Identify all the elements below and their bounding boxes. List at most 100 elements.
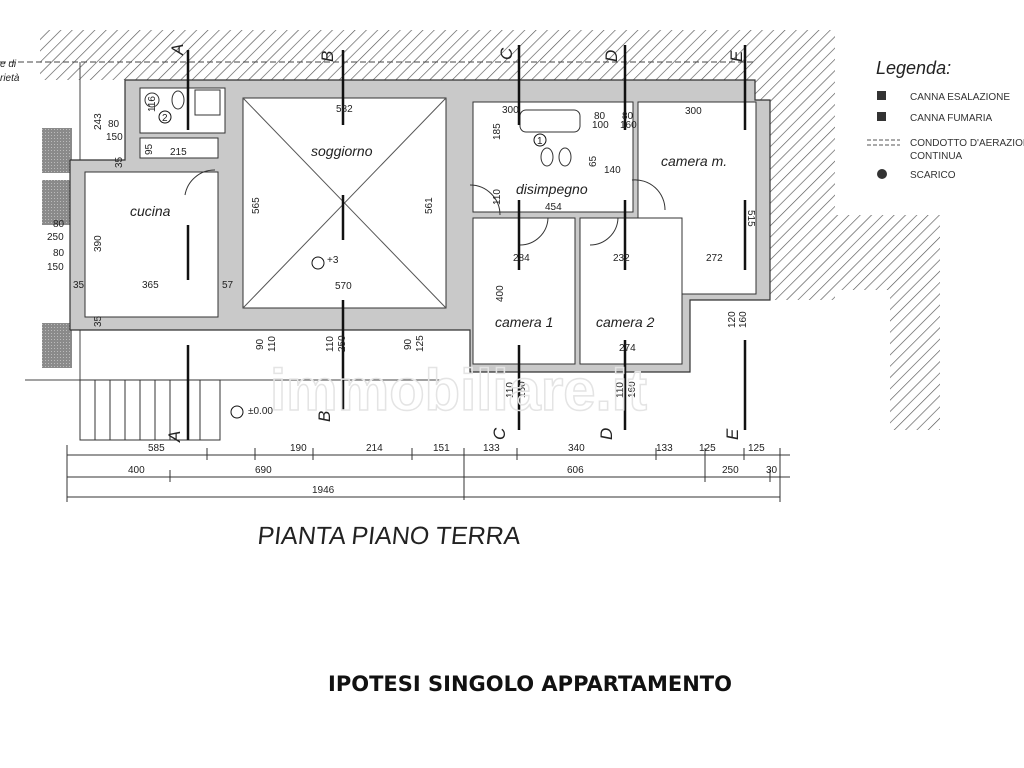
svg-text:80: 80 bbox=[622, 111, 634, 122]
svg-text:57: 57 bbox=[222, 280, 234, 291]
svg-text:125: 125 bbox=[748, 443, 765, 454]
svg-text:CONDOTTO D'AERAZIONE: CONDOTTO D'AERAZIONE bbox=[910, 138, 1024, 149]
svg-text:300: 300 bbox=[502, 105, 519, 116]
svg-text:243: 243 bbox=[93, 113, 104, 130]
section-label-c-top: C bbox=[497, 47, 516, 60]
svg-text:133: 133 bbox=[656, 443, 673, 454]
svg-text:95: 95 bbox=[144, 143, 155, 155]
svg-text:365: 365 bbox=[142, 280, 159, 291]
section-label-d-bottom: D bbox=[597, 428, 616, 440]
shower-icon bbox=[194, 89, 221, 116]
svg-text:300: 300 bbox=[685, 106, 702, 117]
svg-text:90: 90 bbox=[403, 338, 414, 350]
svg-text:454: 454 bbox=[545, 202, 562, 213]
section-label-a-top: A bbox=[168, 44, 187, 56]
room-label-cucina: cucina bbox=[130, 203, 171, 219]
svg-text:120: 120 bbox=[727, 311, 738, 328]
caption: IPOTESI SINGOLO APPARTAMENTO bbox=[328, 672, 732, 696]
svg-text:232: 232 bbox=[613, 253, 630, 264]
svg-text:250: 250 bbox=[47, 232, 64, 243]
svg-text:160: 160 bbox=[517, 381, 528, 398]
svg-text:215: 215 bbox=[170, 147, 187, 158]
svg-text:400: 400 bbox=[128, 465, 145, 476]
room-label-camera-1: camera 1 bbox=[495, 314, 553, 330]
canna-esalazione-icon bbox=[877, 91, 886, 100]
svg-text:565: 565 bbox=[251, 197, 262, 214]
room-label-camera-2: camera 2 bbox=[596, 314, 655, 330]
door-swing bbox=[519, 217, 549, 246]
svg-text:65: 65 bbox=[588, 155, 599, 167]
legend: Legenda: CANNA ESALAZIONE CANNA FUMARIA … bbox=[867, 58, 1024, 181]
canna-fumaria-icon bbox=[877, 112, 886, 121]
svg-text:35: 35 bbox=[73, 280, 85, 291]
svg-text:80: 80 bbox=[53, 248, 65, 259]
svg-text:250: 250 bbox=[722, 465, 739, 476]
svg-text:110: 110 bbox=[505, 382, 516, 398]
section-label-a-bottom: A bbox=[165, 431, 184, 443]
section-lines bbox=[186, 45, 747, 440]
svg-text:274: 274 bbox=[619, 343, 636, 354]
bathroom-mark: 1 bbox=[537, 136, 543, 147]
svg-text:151: 151 bbox=[433, 443, 450, 454]
bathroom-mark: 2 bbox=[162, 113, 168, 124]
svg-text:35: 35 bbox=[93, 315, 104, 327]
svg-text:CANNA FUMARIA: CANNA FUMARIA bbox=[910, 113, 993, 124]
svg-text:150: 150 bbox=[47, 262, 64, 273]
svg-text:110: 110 bbox=[325, 336, 336, 352]
plan-title: PIANTA PIANO TERRA bbox=[256, 522, 522, 550]
svg-text:110: 110 bbox=[267, 336, 278, 352]
svg-text:CANNA ESALAZIONE: CANNA ESALAZIONE bbox=[910, 92, 1010, 103]
section-label-c-bottom: C bbox=[490, 427, 509, 440]
svg-text:100: 100 bbox=[592, 120, 609, 131]
stairs bbox=[79, 379, 221, 441]
svg-text:250: 250 bbox=[337, 335, 348, 352]
corner-text: rietà bbox=[0, 73, 20, 84]
sink-icon bbox=[144, 92, 160, 108]
svg-text:125: 125 bbox=[699, 443, 716, 454]
section-label-b-bottom: B bbox=[315, 411, 334, 422]
svg-text:80: 80 bbox=[53, 219, 65, 230]
section-label-d-top: D bbox=[602, 50, 621, 62]
svg-text:185: 185 bbox=[492, 123, 503, 140]
svg-text:390: 390 bbox=[93, 235, 104, 252]
door-swing bbox=[589, 217, 619, 246]
door-swing bbox=[184, 169, 216, 196]
section-label-e-bottom: E bbox=[723, 428, 742, 440]
svg-text:80: 80 bbox=[594, 111, 606, 122]
svg-text:561: 561 bbox=[424, 197, 435, 214]
corner-text: e di bbox=[0, 59, 17, 70]
svg-text:272: 272 bbox=[706, 253, 723, 264]
elevation-label: ±0.00 bbox=[248, 406, 273, 417]
toilet-icon bbox=[171, 90, 185, 110]
svg-text:80: 80 bbox=[108, 119, 120, 130]
watermark: immobiliare.it bbox=[270, 358, 647, 423]
svg-text:1946: 1946 bbox=[312, 485, 335, 496]
svg-text:160: 160 bbox=[627, 381, 638, 398]
svg-text:CONTINUA: CONTINUA bbox=[910, 151, 963, 162]
interior-dimensions: 243 80 150 116 95 215 35 80 250 80 150 3… bbox=[47, 96, 756, 398]
svg-text:30: 30 bbox=[766, 465, 778, 476]
svg-text:SCARICO: SCARICO bbox=[910, 170, 956, 181]
svg-text:190: 190 bbox=[290, 443, 307, 454]
elevation-marker-icon bbox=[311, 256, 325, 270]
elevation-label: +3 bbox=[327, 255, 339, 266]
elevation-marker-icon bbox=[230, 405, 244, 419]
svg-text:150: 150 bbox=[106, 132, 123, 143]
planters bbox=[42, 128, 72, 368]
bidet-icon bbox=[540, 147, 554, 167]
room-label-disimpegno: disimpegno bbox=[516, 181, 588, 197]
legend-title: Legenda: bbox=[876, 58, 951, 78]
svg-text:585: 585 bbox=[148, 443, 165, 454]
svg-text:110: 110 bbox=[492, 189, 503, 205]
toilet-icon bbox=[558, 147, 572, 167]
scarico-icon bbox=[877, 169, 887, 179]
svg-text:690: 690 bbox=[255, 465, 272, 476]
svg-text:515: 515 bbox=[745, 210, 756, 227]
svg-text:35: 35 bbox=[114, 156, 125, 168]
room-label-soggiorno: soggiorno bbox=[311, 143, 373, 159]
svg-text:570: 570 bbox=[335, 281, 352, 292]
section-label-b-top: B bbox=[318, 51, 337, 62]
svg-text:606: 606 bbox=[567, 465, 584, 476]
svg-text:110: 110 bbox=[615, 382, 626, 398]
